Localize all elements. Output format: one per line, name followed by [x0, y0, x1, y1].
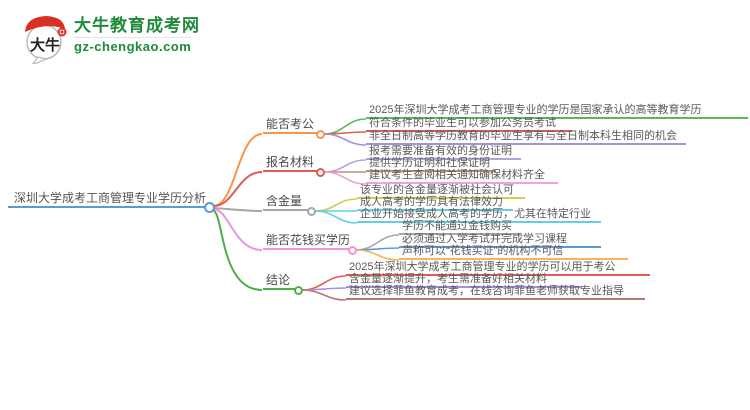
- leaf-node: 2025年深圳大学成考工商管理专业的学历可以用于考公: [346, 260, 650, 276]
- red-cap-icon: [25, 16, 65, 32]
- branch-circle: [315, 129, 325, 139]
- connector-root-branch: [212, 209, 263, 291]
- leaf-node: 成人高考的学历具有法律效力: [357, 195, 513, 211]
- branch-label-baoming: 报名材料: [263, 155, 320, 172]
- leaf-node: 提供学历证明和社保证明: [366, 156, 496, 172]
- branch-circle: [293, 285, 303, 295]
- root-node-circle: [204, 202, 215, 213]
- red-seal-icon: [57, 27, 67, 37]
- leaf-node: 符合条件的毕业生可以参加公务员考试: [366, 116, 572, 132]
- connector-branch-leaf: [301, 289, 347, 301]
- site-name: 大牛教育成考网: [74, 16, 200, 35]
- branch-label-huaqian: 能否花钱买学历: [263, 233, 352, 250]
- root-node: 深圳大学成考工商管理专业学历分析: [8, 191, 206, 208]
- branch-label-kaogong: 能否考公: [263, 117, 320, 134]
- leaf-node: 必须通过入学考试并完成学习课程: [399, 232, 601, 248]
- leaf-node: 建议考生查阅相关通知确保材料齐全: [366, 168, 558, 184]
- connector-branch-leaf: [314, 198, 358, 212]
- leaf-node: 学历不能通过金钱购买: [399, 219, 520, 235]
- connector-branch-leaf: [323, 133, 367, 146]
- branch-circle: [347, 245, 357, 255]
- leaf-node: 非全日制高等学历教育的毕业生享有与全日制本科生相同的机会: [366, 129, 686, 145]
- leaf-node: 企业开始接受成人高考的学历，尤其在特定行业: [357, 207, 601, 223]
- branch-circle: [306, 206, 316, 216]
- bubble-tail: [30, 56, 48, 67]
- site-domain: gz-chengkao.com: [74, 37, 192, 54]
- leaf-node: 建议选择菲鱼教育成考，在线咨询菲鱼老师获取专业指导: [346, 284, 645, 300]
- leaf-node: 含金量逐渐提升，考生需准备好相关材料: [346, 272, 582, 288]
- connector-branch-leaf: [323, 159, 367, 173]
- connector-root-branch: [213, 207, 263, 212]
- connector-branch-leaf: [355, 249, 400, 261]
- branch-label-jielun: 结论: [263, 273, 298, 290]
- logo-calligraphy-text: 大牛: [30, 36, 60, 54]
- leaf-node: 声称可以“花钱买证”的机构不可信: [399, 244, 628, 260]
- connector-root-branch: [213, 133, 263, 207]
- connector-root-branch: [213, 171, 263, 207]
- leaf-node: 2025年深圳大学成考工商管理专业的学历是国家承认的高等教育学历: [366, 103, 748, 119]
- branch-circle: [315, 167, 325, 177]
- site-logo[interactable]: 大牛 大牛教育成考网 gz-chengkao.com: [18, 8, 200, 67]
- connector-branch-leaf: [314, 210, 358, 224]
- leaf-node: 该专业的含金量逐渐被社会认可: [357, 183, 525, 199]
- connector-root-branch: [213, 208, 263, 251]
- leaf-node: 报考需要准备有效的身份证明: [366, 144, 521, 160]
- connector-branch-leaf: [323, 171, 367, 185]
- branch-label-hanjinliang: 含金量: [263, 194, 311, 211]
- logo-bubble-icon: 大牛: [18, 8, 70, 67]
